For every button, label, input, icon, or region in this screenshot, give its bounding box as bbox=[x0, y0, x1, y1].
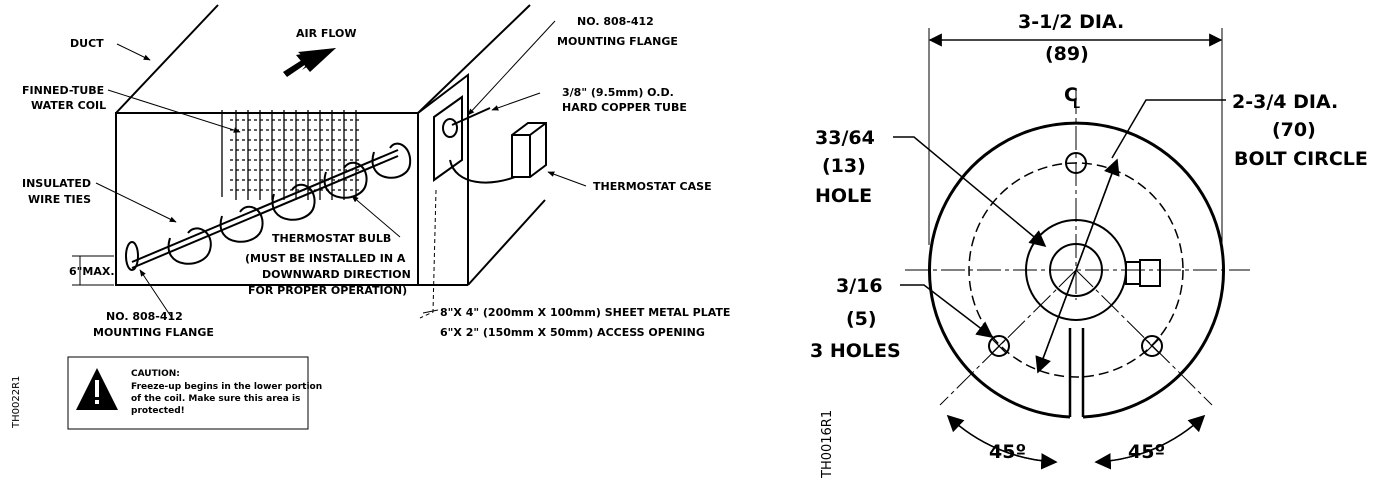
label-flange-bottom-2: MOUNTING FLANGE bbox=[93, 326, 214, 339]
leader-thermo-case bbox=[547, 171, 587, 187]
holes3-line-3: 3 HOLES bbox=[810, 340, 901, 362]
label-copper-1: 3/8" (9.5mm) O.D. bbox=[562, 86, 674, 99]
caution-line-1: Freeze-up begins in the lower portion bbox=[131, 382, 322, 392]
caution-box bbox=[67, 356, 309, 430]
bolt-line-1: 2-3/4 DIA. bbox=[1232, 91, 1338, 113]
leader-flange-bottom bbox=[139, 269, 173, 319]
code-right: TH0016R1 bbox=[820, 410, 835, 479]
label-copper-2: HARD COPPER TUBE bbox=[562, 101, 687, 114]
label-bulb-4: FOR PROPER OPERATION) bbox=[248, 284, 407, 297]
leader-copper bbox=[491, 92, 541, 111]
dia-line-2: (89) bbox=[1045, 43, 1089, 65]
leader-flange-top bbox=[467, 20, 556, 116]
hole-line-3: HOLE bbox=[815, 185, 872, 207]
centerline-sub: L bbox=[1073, 98, 1080, 111]
bolt-line-2: (70) bbox=[1272, 119, 1316, 141]
hole-line-1: 33/64 bbox=[815, 127, 875, 149]
duct-diagram bbox=[115, 4, 546, 286]
holes3-line-2: (5) bbox=[846, 308, 877, 330]
label-bulb-3: DOWNWARD DIRECTION bbox=[262, 268, 411, 281]
flange-outer bbox=[928, 121, 1225, 419]
label-insulated-2: WIRE TIES bbox=[28, 193, 91, 206]
flange-diagram bbox=[893, 28, 1250, 470]
duct-front-face bbox=[115, 112, 419, 286]
six-max-dimension bbox=[72, 255, 114, 286]
leader-finned bbox=[107, 89, 241, 133]
label-finned-1: FINNED-TUBE bbox=[22, 84, 104, 97]
leader-hole bbox=[893, 136, 1047, 248]
label-six-max: 6"MAX. bbox=[69, 265, 115, 278]
label-flange-top-1: NO. 808-412 bbox=[577, 15, 654, 28]
set-screw bbox=[1125, 259, 1161, 287]
label-bulb-1: THERMOSTAT BULB bbox=[272, 232, 391, 245]
angle-left: 45º bbox=[989, 441, 1026, 463]
leader-insulated bbox=[95, 182, 177, 223]
duct-left-edge bbox=[115, 4, 219, 114]
finned-coil bbox=[221, 110, 360, 200]
hole-line-2: (13) bbox=[822, 155, 866, 177]
access-opening-outline bbox=[419, 189, 437, 319]
label-air-flow: AIR FLOW bbox=[296, 27, 357, 40]
label-finned-2: WATER COIL bbox=[31, 99, 106, 112]
label-flange-top-2: MOUNTING FLANGE bbox=[557, 35, 678, 48]
thermostat-case bbox=[511, 122, 547, 178]
thermostat-bulb bbox=[125, 142, 412, 271]
caution-line-3: protected! bbox=[131, 406, 185, 416]
label-bulb-2: (MUST BE INSTALLED IN A bbox=[245, 252, 406, 265]
caution-title: CAUTION: bbox=[131, 369, 180, 379]
leader-bulb bbox=[351, 195, 401, 238]
label-insulated-1: INSULATED bbox=[22, 177, 91, 190]
leader-plate bbox=[422, 309, 439, 314]
holes3-line-1: 3/16 bbox=[836, 275, 883, 297]
caution-line-2: of the coil. Make sure this area is bbox=[131, 394, 300, 404]
centerline-symbol: C bbox=[1064, 84, 1078, 106]
duct-mid-edge bbox=[417, 4, 531, 114]
bolt-line-3: BOLT CIRCLE bbox=[1234, 148, 1368, 170]
label-flange-bottom-1: NO. 808-412 bbox=[106, 310, 183, 323]
duct-side-face bbox=[417, 72, 469, 285]
label-plate-1: 8"X 4" (200mm X 100mm) SHEET METAL PLATE bbox=[440, 306, 730, 319]
label-thermostat-case: THERMOSTAT CASE bbox=[593, 180, 712, 193]
code-left: TH0022R1 bbox=[11, 376, 22, 429]
leader-3holes bbox=[900, 284, 994, 339]
leader-duct bbox=[116, 43, 151, 61]
dia-line-1: 3-1/2 DIA. bbox=[1018, 11, 1124, 33]
duct-right-edge bbox=[467, 199, 546, 286]
angle-right: 45º bbox=[1128, 441, 1165, 463]
label-plate-2: 6"X 2" (150mm X 50mm) ACCESS OPENING bbox=[440, 326, 705, 339]
label-duct: DUCT bbox=[70, 37, 104, 50]
